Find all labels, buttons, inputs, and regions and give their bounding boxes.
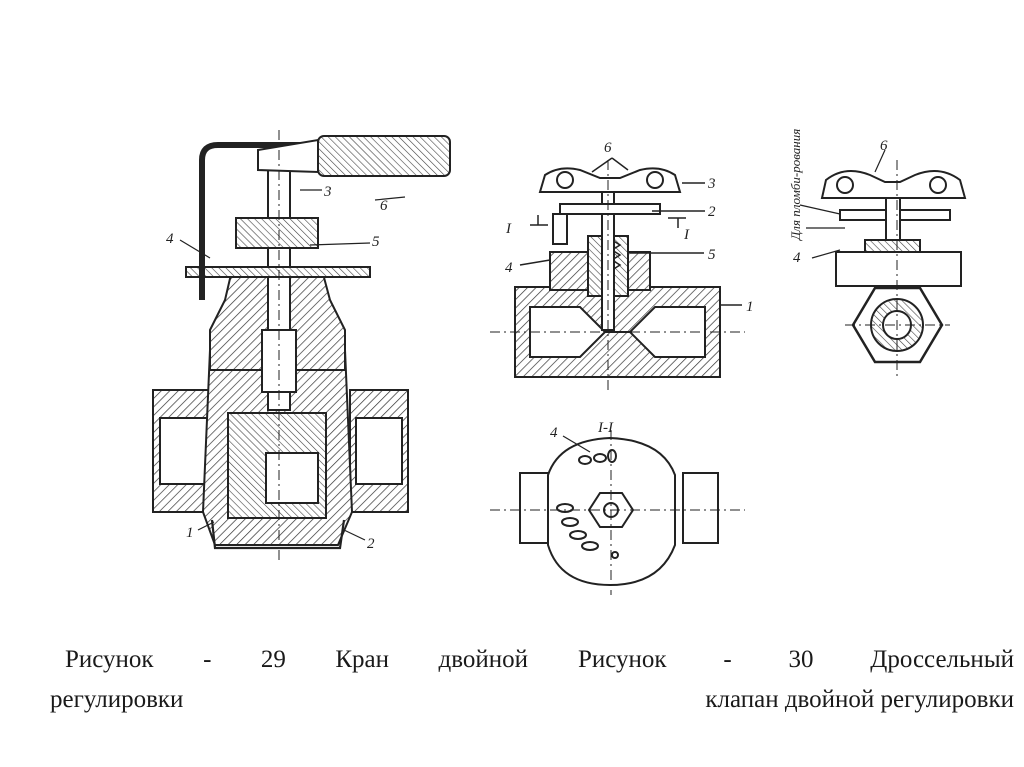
fig30-side-note: Для пломби-рования (788, 129, 803, 242)
valve-30-side-body (835, 251, 962, 287)
caption-30-line-1: Рисунок - 30 Дроссельный (578, 646, 1014, 673)
valve-30-handwheel (538, 167, 682, 193)
fig30-label-4: 4 (505, 260, 513, 276)
valve-29-gland (235, 217, 319, 249)
caption-29-line-2: регулировки (50, 686, 184, 713)
fig30-side-label-4: 4 (793, 250, 801, 266)
fig30-section-title: I-I (597, 420, 614, 436)
caption-30-line-2: клапан двойной регулировки (705, 686, 1014, 713)
valve-29-handle-rod (199, 142, 300, 300)
fig29-label-4: 4 (166, 231, 174, 247)
fig30-section-mark-left: I (505, 221, 512, 237)
fig29-label-5: 5 (372, 234, 380, 250)
valve-30-section-drawing (490, 160, 745, 390)
technical-drawing: 3 6 5 4 1 2 6 (152, 129, 967, 595)
fig30-plan-label-4: 4 (550, 425, 558, 441)
caption-29-line-1: Рисунок - 29 Кран двойной (65, 646, 528, 673)
valve-29-handle-grip (317, 135, 451, 177)
fig30-section-mark-right: I (683, 227, 690, 243)
fig29-label-1: 1 (186, 525, 194, 541)
valve-29-limit-plate (185, 266, 371, 278)
fig30-side-label-6: 6 (880, 138, 888, 154)
valve-29-drawing (152, 130, 451, 560)
valve-30-side-view (820, 160, 967, 380)
fig29-label-2: 2 (367, 536, 375, 552)
fig29-label-6: 6 (380, 198, 388, 214)
valve-30-side-handwheel (820, 170, 967, 199)
fig30-label-3: 3 (707, 176, 716, 192)
caption-figure-30: Рисунок - 30 Дроссельный клапан двойной … (578, 640, 1014, 720)
fig30-label-5: 5 (708, 247, 716, 263)
fig29-label-3: 3 (323, 184, 332, 200)
valve-30-limiter (559, 203, 661, 215)
fig30-label-6: 6 (604, 140, 612, 156)
fig30-label-2: 2 (708, 204, 716, 220)
caption-figure-29: Рисунок - 29 Кран двойной регулировки (50, 640, 528, 720)
fig30-label-1: 1 (746, 299, 754, 315)
valve-30-plan-view (490, 430, 745, 595)
